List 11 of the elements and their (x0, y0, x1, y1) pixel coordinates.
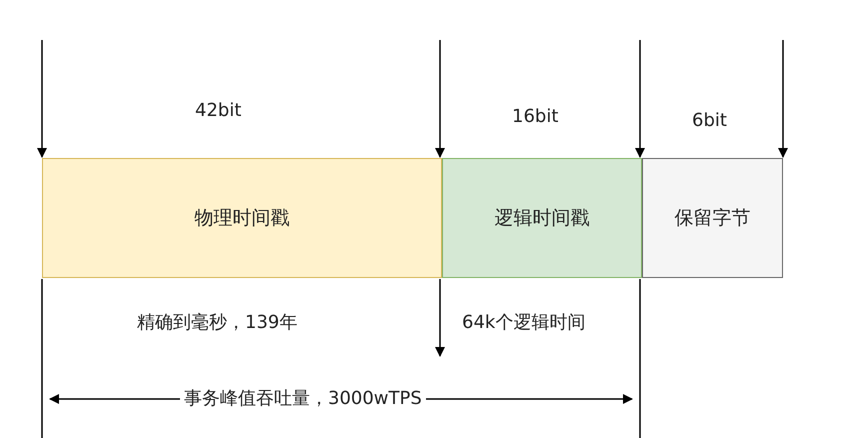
bit-width-label: 16bit (512, 106, 558, 127)
field-label: 保留字节 (674, 206, 750, 231)
field-label: 物理时间戳 (194, 206, 290, 231)
bit-field-box (442, 158, 642, 278)
bit-field-box (642, 158, 783, 278)
note-text: 精确到毫秒，139年 (137, 311, 298, 334)
note-text: 64k个逻辑时间 (462, 311, 586, 334)
bit-field-box (42, 158, 442, 278)
bit-width-label: 42bit (195, 100, 242, 121)
field-label: 逻辑时间戳 (494, 206, 590, 231)
bit-width-label: 6bit (692, 110, 727, 131)
